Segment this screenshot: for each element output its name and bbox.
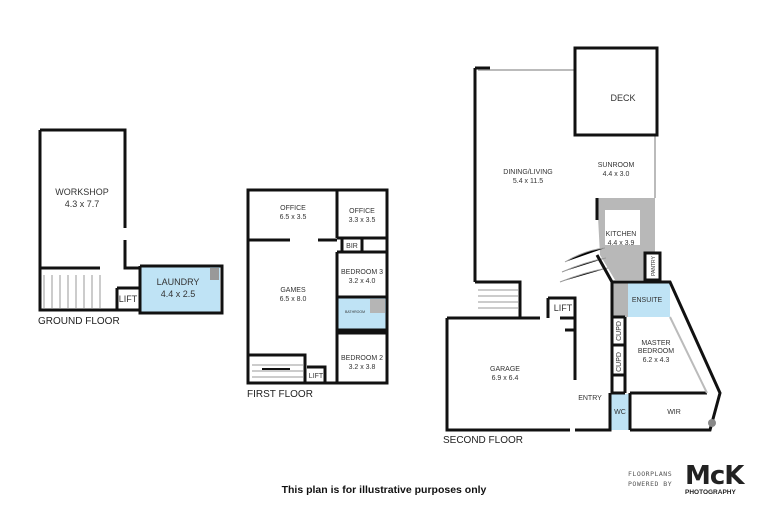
bedroom-2-size: 3.2 x 3.8	[349, 364, 376, 371]
games-size: 6.5 x 8.0	[280, 296, 307, 303]
stairs	[478, 247, 609, 309]
workshop-name: WORKSHOP	[55, 187, 109, 197]
bathroom-label: BATHROOM	[345, 310, 365, 314]
pantry-label: PANTRY	[651, 255, 657, 275]
kitchen-size: 4.4 x 3.9	[608, 240, 635, 247]
deck-label: DECK	[610, 93, 635, 103]
bedroom-3-name: BEDROOM 3	[341, 269, 383, 276]
master-size: 6.2 x 4.3	[643, 357, 670, 364]
garage-size: 6.9 x 6.4	[492, 375, 519, 382]
disclaimer: This plan is for illustrative purposes o…	[281, 484, 487, 496]
cupd-1-label: CUPD	[616, 321, 623, 341]
bedroom-3-size: 3.2 x 4.0	[349, 278, 376, 285]
logo-line-2: POWERED BY	[628, 480, 673, 488]
office-1-size: 6.5 x 3.5	[280, 214, 307, 221]
workshop-size: 4.3 x 7.7	[65, 199, 100, 209]
master-name: MASTER	[641, 340, 670, 347]
second-floor-label: SECOND FLOOR	[443, 435, 523, 446]
office-2-size: 3.3 x 3.5	[349, 217, 376, 224]
dining-name: DINING/LIVING	[503, 169, 552, 176]
wir-label: WIR	[667, 409, 681, 416]
dining-size: 5.4 x 11.5	[513, 178, 543, 185]
laundry-fill	[140, 266, 220, 313]
first-floor: OFFICE 6.5 x 3.5 OFFICE 3.3 x 3.5 BIR BE…	[246, 188, 389, 400]
lift-label: LIFT	[554, 303, 573, 313]
laundry-size: 4.4 x 2.5	[161, 289, 196, 299]
bir-label: BIR	[346, 243, 358, 250]
ensuite-label: ENSUITE	[632, 297, 663, 304]
garage-name: Garage	[490, 366, 520, 373]
wc-fill	[611, 394, 630, 430]
stairs	[43, 275, 101, 308]
entry-label: ENTRY	[578, 395, 602, 402]
office-2-name: OFFICE	[349, 208, 375, 215]
sunroom-name: SUNROOM	[598, 162, 635, 169]
bedroom-2-name: BEDROOM 2	[341, 355, 383, 362]
wc-label: WC	[614, 409, 626, 416]
master-name-2: BEDROOM	[638, 348, 674, 355]
cupd-2-label: CUPD	[616, 352, 623, 372]
office-1-name: OFFICE	[280, 205, 306, 212]
mck-photography-logo: FLOORPLANS POWERED BY McK PHOTOGRAPHY	[628, 461, 753, 499]
logo-brand: McK	[685, 461, 744, 491]
ground-floor: WORKSHOP 4.3 x 7.7 LAUNDRY 4.4 x 2.5 LIF…	[38, 128, 224, 327]
laundry-name: LAUNDRY	[157, 277, 200, 287]
first-floor-label: FIRST FLOOR	[247, 389, 313, 400]
second-floor: DECK DINING/LIVING 5.4 x 11.5 SUNROOM 4.…	[443, 46, 722, 446]
logo-sub: PHOTOGRAPHY	[685, 489, 736, 496]
kitchen-name: KITCHEN	[606, 231, 637, 238]
sunroom-size: 4.4 x 3.0	[603, 171, 630, 178]
lift-label: LIFT	[119, 294, 138, 304]
ground-floor-label: GROUND FLOOR	[38, 316, 120, 327]
games-name: GAMES	[280, 287, 306, 294]
lift-label: LIFT	[309, 373, 324, 380]
stairs	[252, 364, 303, 378]
logo-line-1: FLOORPLANS	[628, 470, 673, 478]
